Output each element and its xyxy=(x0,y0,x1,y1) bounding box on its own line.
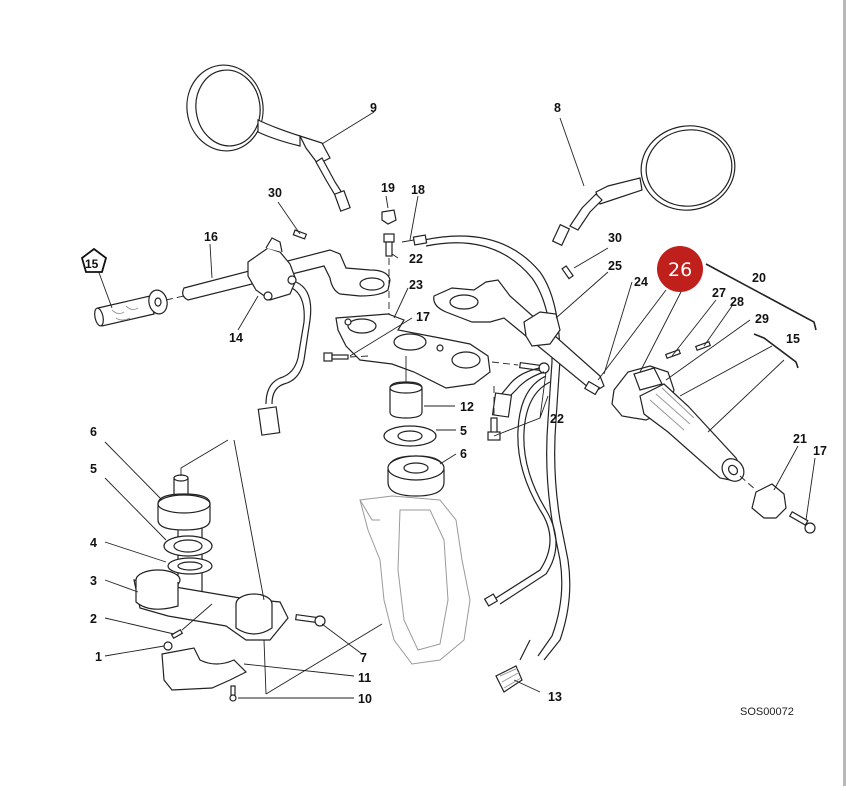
washer-lower xyxy=(167,557,213,575)
callout-5: 5 xyxy=(90,462,97,476)
leader-lines xyxy=(97,111,816,699)
right-throttle-grip xyxy=(639,383,745,482)
callout-29: 29 xyxy=(755,312,769,326)
callout-16: 16 xyxy=(204,230,218,244)
callout-2: 2 xyxy=(90,612,97,626)
pin-right xyxy=(561,265,574,280)
clutch-cable xyxy=(495,375,551,599)
bar-end-weight xyxy=(751,483,787,519)
left-mirror xyxy=(186,64,351,212)
callout-19: 19 xyxy=(381,181,395,195)
drawing-code: SOS00072 xyxy=(740,706,794,718)
callout-17: 17 xyxy=(813,444,827,458)
callout-27: 27 xyxy=(712,286,726,300)
nut-1 xyxy=(163,641,173,651)
callout-24: 24 xyxy=(634,275,648,289)
pinch-bolt-7 xyxy=(295,613,326,627)
left-wiring-connector xyxy=(257,406,281,436)
dust-seal-lower xyxy=(163,535,213,557)
callout-4: 4 xyxy=(90,536,97,550)
group-brackets xyxy=(705,263,817,369)
right-switch-wiring xyxy=(499,367,541,397)
callout-11: 11 xyxy=(358,671,371,685)
right-mirror xyxy=(551,125,736,247)
callout-28: 28 xyxy=(730,295,744,309)
yoke-pinch-bolt-left xyxy=(323,352,349,362)
callout-10: 10 xyxy=(358,692,372,706)
callout-3: 3 xyxy=(90,574,97,588)
pin-2 xyxy=(170,628,184,640)
callout-6: 6 xyxy=(90,425,97,439)
yoke-pinch-bolt-right xyxy=(519,361,550,374)
callout-labels: 1 2 3 4 5 5 6 6 7 8 9 10 11 12 13 14 15 … xyxy=(90,101,827,706)
callout-1: 1 xyxy=(95,650,102,664)
throttle-cable xyxy=(423,235,571,661)
frame-headstock xyxy=(359,495,471,665)
callout-7: 7 xyxy=(360,651,367,665)
left-grip xyxy=(94,289,168,327)
callout-22: 22 xyxy=(409,252,423,266)
callout-21: 21 xyxy=(793,432,807,446)
pentagon-callout-15[interactable]: 15 xyxy=(80,247,108,273)
cap xyxy=(381,209,397,225)
callout-9: 9 xyxy=(370,101,377,115)
highlighted-callout-26[interactable]: 26 xyxy=(657,246,703,292)
stem-nut xyxy=(389,381,423,419)
callout-23: 23 xyxy=(409,278,423,292)
right-wiring-connector xyxy=(491,392,513,418)
bolt-top xyxy=(383,233,395,257)
handlebar-clamp xyxy=(523,311,561,347)
screw-28 xyxy=(694,340,712,352)
highlighted-callout-label: 26 xyxy=(668,259,692,281)
callout-12: 12 xyxy=(460,400,474,414)
right-handlebar xyxy=(433,279,605,393)
left-switch-cluster xyxy=(247,237,297,301)
bottom-yoke xyxy=(133,569,289,641)
callout-18: 18 xyxy=(411,183,425,197)
bearing-lower xyxy=(157,493,211,531)
screw-10 xyxy=(229,685,237,702)
pin-left xyxy=(292,229,308,240)
callout-20: 20 xyxy=(752,271,766,285)
washer-mid xyxy=(383,425,437,447)
callout-8: 8 xyxy=(554,101,561,115)
callout-25: 25 xyxy=(608,259,622,273)
callout-6: 6 xyxy=(460,447,467,461)
left-switch-wiring xyxy=(271,281,312,405)
callout-13: 13 xyxy=(548,690,562,704)
bearing-mid xyxy=(387,455,445,497)
scrollbar-edge[interactable] xyxy=(843,0,846,786)
bar-end-bolt xyxy=(788,510,816,534)
bolt-lower xyxy=(487,417,501,441)
callout-22: 22 xyxy=(550,412,564,426)
callout-30: 30 xyxy=(608,231,622,245)
bracket-plate xyxy=(161,647,248,691)
cable-spring xyxy=(495,665,523,693)
callout-30: 30 xyxy=(268,186,282,200)
top-yoke xyxy=(335,313,491,389)
pentagon-callout-label: 15 xyxy=(85,257,99,271)
callout-14: 14 xyxy=(229,331,243,345)
callout-5: 5 xyxy=(460,424,467,438)
callout-15: 15 xyxy=(786,332,800,346)
callout-17: 17 xyxy=(416,310,430,324)
